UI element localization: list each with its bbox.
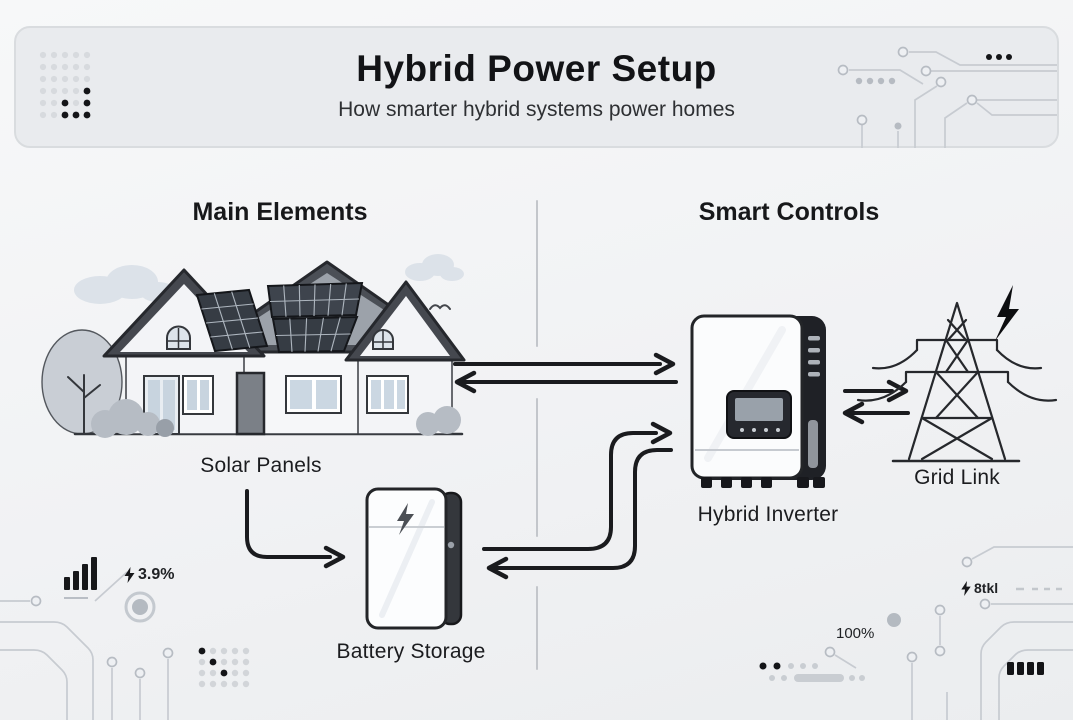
header-circuit-traces-icon — [837, 46, 1057, 148]
dot-row-icon — [759, 662, 865, 682]
solar-to-battery-arrow — [245, 489, 346, 569]
lightning-bolt-icon — [961, 580, 971, 596]
inverter-display — [726, 390, 792, 439]
cloud-icon — [405, 254, 464, 281]
solar-array-icon — [271, 315, 359, 354]
bottom-left-circuit-traces-icon — [0, 571, 174, 720]
bar-chart-icon — [64, 557, 97, 599]
grid-tower-illustration — [856, 285, 1058, 463]
battery-storage-label: Battery Storage — [336, 640, 486, 663]
solar-array-icon — [266, 281, 364, 319]
lightning-bolt-icon — [124, 567, 135, 583]
page-subtitle: How smarter hybrid systems power homes — [338, 98, 735, 121]
stat-bottom-right: 8tkl — [961, 580, 998, 596]
stat-bottom-left: 3.9% — [124, 566, 174, 584]
solar-panels-label: Solar Panels — [200, 454, 322, 477]
inverter-grid-arrows — [842, 379, 910, 425]
window-icon — [285, 375, 342, 414]
hybrid-inverter-label: Hybrid Inverter — [697, 503, 839, 526]
arched-window-icon — [372, 329, 394, 350]
window-icon — [182, 375, 214, 415]
front-door-icon — [235, 371, 266, 436]
header-dot-grid-icon — [39, 51, 91, 119]
battery-illustration — [365, 487, 463, 630]
dot-grid-icon — [198, 647, 250, 688]
arched-window-icon — [166, 325, 191, 350]
battery-inverter-arrows — [482, 421, 673, 580]
house-solar-illustration — [41, 254, 466, 438]
solar-array-icon — [195, 288, 269, 353]
bird-icon — [429, 304, 451, 310]
window-icon — [366, 375, 409, 414]
grid-link-label: Grid Link — [914, 466, 1000, 489]
section-heading-smart-controls: Smart Controls — [698, 198, 880, 226]
stat-charge-percent: 100% — [836, 625, 874, 642]
donut-icon — [124, 591, 156, 623]
stat-bottom-left-value: 3.9% — [138, 566, 175, 583]
header-banner: Hybrid Power Setup How smarter hybrid sy… — [14, 26, 1059, 148]
house-inverter-arrows — [453, 352, 678, 394]
bottom-right-circuit-traces-icon — [824, 546, 1073, 720]
stat-charge-percent-value: 100% — [836, 625, 875, 642]
inverter-illustration — [690, 314, 826, 488]
bush-icon — [91, 399, 174, 438]
stat-bottom-right-value: 8tkl — [974, 580, 999, 596]
cloud-icon — [74, 265, 176, 304]
bush-icon — [416, 406, 461, 436]
lightning-bolt-icon — [995, 285, 1019, 341]
page-title: Hybrid Power Setup — [356, 48, 717, 89]
lightning-bolt-icon — [397, 503, 414, 535]
connector-pins-icon — [1007, 662, 1044, 675]
section-heading-main-elements: Main Elements — [192, 198, 368, 226]
